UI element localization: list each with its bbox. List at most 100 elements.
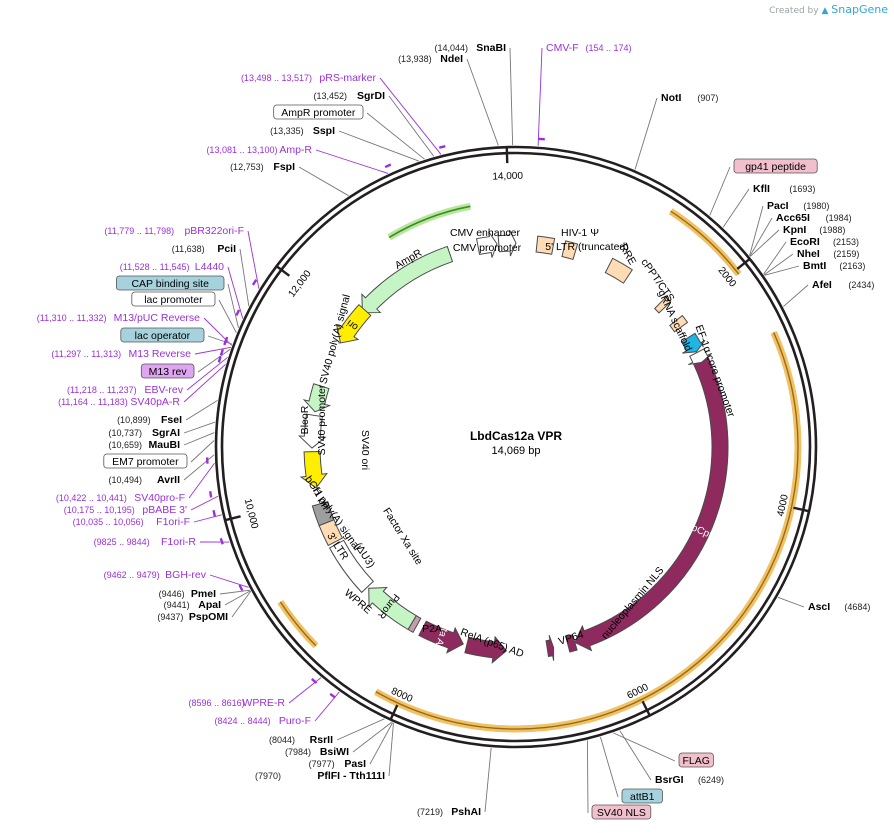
site-label-pmei[interactable]: PmeI(9446): [159, 588, 216, 600]
leader-line: [709, 166, 731, 216]
site-label-asci[interactable]: AscI(4684): [808, 601, 870, 613]
primer-marker: [384, 163, 392, 169]
site-label-rsrii[interactable]: RsrII(8044): [269, 734, 333, 746]
site-label-fsei[interactable]: FseI(10,899): [117, 414, 182, 426]
leader-line: [219, 589, 251, 595]
site-label-nhei[interactable]: NheI(2159): [797, 248, 859, 260]
site-label-pbabe-3[interactable]: pBABE 3'(10,175 .. 10,195): [64, 504, 187, 516]
feature-grna-scaffold: [669, 314, 689, 333]
site-label-pflfi-tth111i[interactable]: PflFI - Tth111I(7970): [255, 770, 385, 782]
site-label-wpre-r[interactable]: WPRE-R(8596 .. 8616): [189, 697, 286, 709]
site-label-coord: (8596 .. 8616): [189, 698, 245, 708]
site-label-pasi[interactable]: PasI(7977): [309, 758, 366, 770]
site-label-sv40pa-r[interactable]: SV40pA-R(11,164 .. 11,183): [58, 396, 180, 408]
site-label-box: [140, 363, 195, 379]
site-label-acc65i[interactable]: Acc65I(1984): [776, 212, 852, 224]
site-label-kfli[interactable]: KflI(1693): [753, 183, 815, 195]
site-label-coord: (2434): [848, 280, 874, 290]
site-label-coord: (1693): [789, 184, 815, 194]
site-label-ampr-promoter[interactable]: AmpR promoter: [273, 104, 364, 120]
site-label-amp-r[interactable]: Amp-R(13,081 .. 13,100): [206, 144, 312, 156]
leader-line: [764, 265, 800, 276]
site-label-name: F1ori-F: [156, 516, 190, 528]
site-label-bmti[interactable]: BmtI(2163): [803, 260, 865, 272]
site-label-coord: (8044): [269, 735, 295, 745]
site-label-apai[interactable]: ApaI(9441): [164, 599, 221, 611]
site-label-coord: (9441): [164, 600, 190, 610]
site-label-flag[interactable]: FLAG: [678, 752, 714, 768]
site-label-sspi[interactable]: SspI(13,335): [270, 125, 335, 137]
site-labels[interactable]: SnaBI(14,044)NdeI(13,938) pRS-marker(13,4…: [37, 42, 875, 820]
site-label-name: EcoRI: [790, 236, 820, 248]
site-label-sgrdi[interactable]: SgrDI(13,452): [313, 90, 385, 102]
leader-line: [183, 421, 216, 434]
site-label-noti[interactable]: NotI(907): [661, 92, 718, 104]
tick-mark: [389, 704, 399, 721]
site-label-sv40-nls[interactable]: SV40 NLS: [591, 804, 652, 820]
site-label-name: lac operator: [135, 330, 191, 342]
site-label-name: SgrDI: [357, 90, 385, 102]
site-label-avrii[interactable]: AvrII(10,494): [108, 474, 180, 486]
leader-line: [231, 590, 252, 618]
site-label-attb1[interactable]: attB1: [621, 788, 663, 804]
site-label-ecori[interactable]: EcoRI(2153): [790, 236, 859, 248]
site-label-coord: (9462 .. 9479): [104, 570, 160, 580]
site-label-gp41-peptide[interactable]: gp41 peptide: [733, 158, 818, 174]
site-label-prs-marker[interactable]: pRS-marker(13,498 .. 13,517): [241, 72, 377, 84]
site-label-afei[interactable]: AfeI(2434): [812, 279, 874, 291]
site-label-pcii[interactable]: PciI(11,638): [172, 243, 236, 255]
site-label-pbr322ori-f[interactable]: pBR322ori-F(11,779 .. 11,798): [104, 225, 244, 237]
site-label-bgh-rev[interactable]: BGH-rev(9462 .. 9479): [104, 569, 207, 581]
site-label-bsrgi[interactable]: BsrGI(6249): [655, 774, 724, 786]
site-label-em7-promoter[interactable]: EM7 promoter: [103, 453, 188, 469]
site-label-coord: (9825 .. 9844): [94, 537, 150, 547]
site-label-fspi[interactable]: FspI(12,753): [230, 161, 295, 173]
inner-label-sv40-promoter: SV40 promoter: [316, 384, 328, 455]
site-label-maubi[interactable]: MauBI(10,659): [108, 439, 180, 451]
site-label-m13-rev[interactable]: M13 rev: [140, 363, 195, 379]
site-label-lac-promoter[interactable]: lac promoter: [131, 291, 216, 307]
site-label-m13-puc-reverse[interactable]: M13/pUC Reverse(11,310 .. 11,332): [37, 312, 200, 324]
site-label-name: FseI: [161, 414, 182, 426]
feature-hiv-1: [561, 240, 579, 261]
feature-segment: [688, 348, 713, 366]
primer-marker: [538, 137, 545, 141]
site-label-ebv-rev[interactable]: EBV-rev(11,218 .. 11,237): [67, 384, 184, 396]
site-label-paci[interactable]: PacI(1980): [767, 200, 829, 212]
site-label-name: PspOMI: [189, 611, 228, 623]
site-label-box: [733, 158, 818, 174]
site-label-kpni[interactable]: KpnI(1988): [783, 224, 845, 236]
site-label-m13-reverse[interactable]: M13 Reverse(11,297 .. 11,313): [51, 348, 191, 360]
site-label-box: [621, 788, 663, 804]
site-label-pspomi[interactable]: PspOMI(9437): [157, 611, 228, 623]
site-label-f1ori-r[interactable]: F1ori-R(9825 .. 9844): [94, 536, 197, 548]
leader-line: [722, 188, 750, 228]
site-label-lac-operator[interactable]: lac operator: [120, 327, 205, 343]
site-label-coord: (1988): [819, 225, 845, 235]
site-label-bsiwi[interactable]: BsiWI(7984): [285, 746, 349, 758]
leader-line: [763, 253, 794, 276]
feature-cmv-promoter: [497, 229, 517, 257]
primer-marker: [329, 692, 336, 699]
site-label-puro-f[interactable]: Puro-F(8424 .. 8444): [215, 715, 311, 727]
site-label-sv40pro-f[interactable]: SV40pro-F(10,422 .. 10,441): [56, 492, 185, 504]
site-label-ndei[interactable]: NdeI(13,938): [398, 53, 463, 65]
site-label-f1ori-f[interactable]: F1ori-F(10,035 .. 10,056): [73, 516, 190, 528]
primer-marker: [238, 584, 244, 592]
site-label-snabi[interactable]: SnaBI(14,044): [434, 42, 506, 54]
site-label-pshai[interactable]: PshAI(7219): [417, 806, 481, 818]
site-label-coord: (12,753): [230, 162, 264, 172]
leader-line: [190, 495, 219, 511]
leader-line: [193, 514, 222, 523]
orange-annotation-arc-core: [375, 332, 799, 730]
site-label-l4440[interactable]: L4440(11,528 .. 11,545): [120, 261, 224, 273]
site-label-coord: (7219): [417, 807, 443, 817]
inner-label-cmv-enhancer: CMV enhancer: [450, 227, 521, 239]
site-label-sgrai[interactable]: SgrAI(10,737): [108, 427, 180, 439]
leader-line: [197, 348, 231, 373]
feature-f1-ori: [299, 451, 328, 489]
site-label-cmv-f[interactable]: CMV-F(154 .. 174): [546, 42, 632, 54]
site-label-cap-binding-site[interactable]: CAP binding site: [116, 275, 225, 291]
site-label-coord: (10,422 .. 10,441): [56, 493, 127, 503]
leader-line: [537, 47, 543, 146]
